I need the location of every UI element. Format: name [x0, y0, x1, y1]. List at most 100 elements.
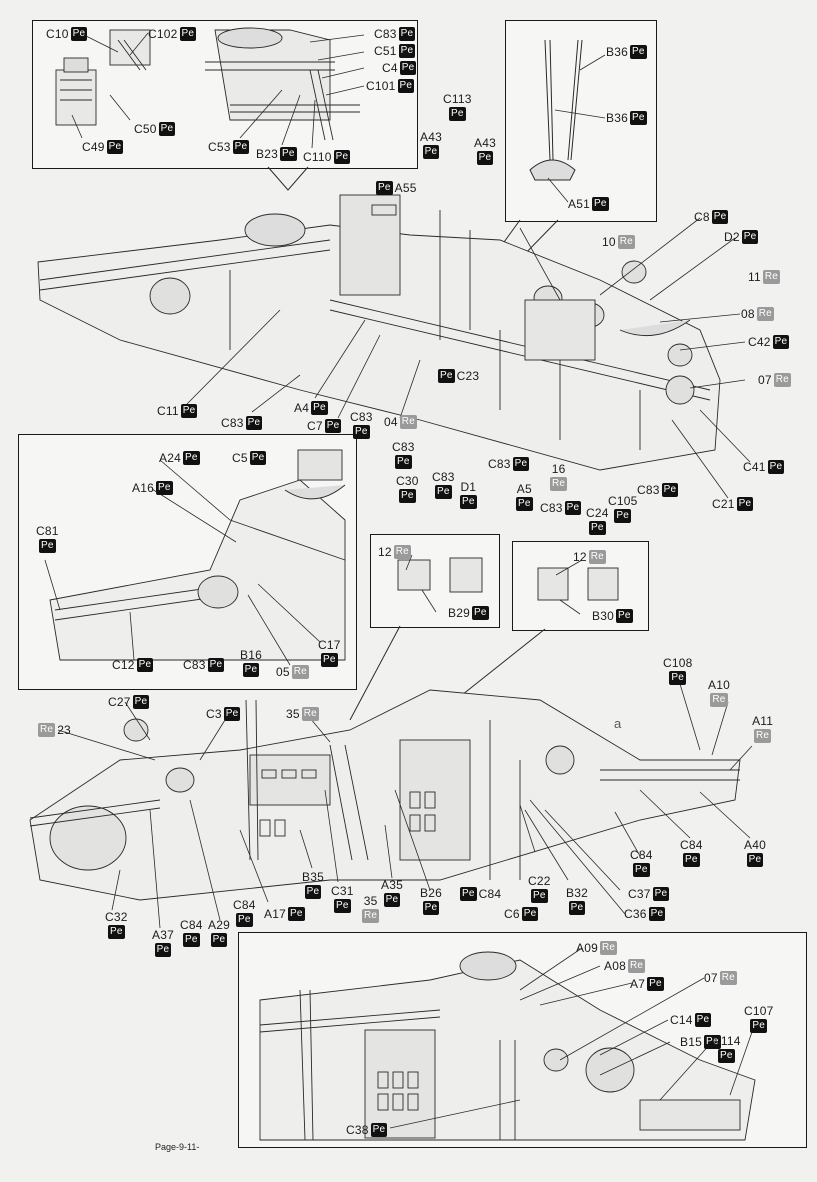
photo-etch-tag: Pe — [132, 694, 150, 709]
part-code: A16 — [132, 480, 154, 495]
resin-tag: Re — [756, 306, 774, 321]
part-code: C84 — [630, 848, 653, 862]
part-code: C4 — [382, 60, 398, 75]
part-code: C83 — [432, 470, 455, 484]
part-code: C42 — [748, 334, 771, 349]
photo-etch-tag: Pe — [652, 886, 670, 901]
part-code: C36 — [624, 906, 647, 921]
photo-etch-tag: Pe — [516, 496, 533, 511]
part-code: 35 — [363, 894, 378, 908]
part-code: 35 — [286, 706, 300, 721]
part-code: C22 — [528, 874, 551, 888]
photo-etch-tag: Pe — [767, 459, 785, 474]
part-code: A11 — [752, 714, 774, 728]
part-code: 16 — [551, 462, 566, 476]
photo-etch-tag: Pe — [711, 209, 729, 224]
photo-etch-tag: Pe — [398, 43, 416, 58]
resin-tag: Re — [599, 940, 618, 955]
part-code: C5 — [232, 450, 248, 465]
photo-etch-tag: Pe — [107, 924, 125, 939]
photo-etch-tag: Pe — [136, 657, 154, 672]
photo-etch-tag: Pe — [279, 146, 297, 161]
part-code: C7 — [307, 418, 323, 433]
photo-etch-tag: Pe — [376, 180, 393, 195]
resin-tag: Re — [719, 970, 737, 985]
part-code: C11 — [157, 403, 179, 418]
resin-tag: Re — [754, 728, 772, 743]
part-code: B29 — [448, 605, 470, 620]
part-code: C23 — [456, 368, 480, 383]
part-code: C83 — [637, 482, 660, 497]
part-code: C83 — [221, 415, 244, 430]
photo-etch-tag: Pe — [232, 139, 250, 154]
resin-tag: Re — [773, 372, 791, 387]
part-code: A43 — [420, 130, 442, 144]
part-code: C83 — [183, 657, 206, 672]
resin-tag: Re — [617, 234, 635, 249]
photo-etch-tag: Pe — [106, 139, 124, 154]
part-code: B36 — [606, 110, 628, 125]
ship-lower-art — [29, 689, 741, 901]
photo-etch-tag: Pe — [394, 454, 412, 469]
photo-etch-tag: Pe — [38, 538, 56, 553]
part-code: 07 — [758, 372, 772, 387]
photo-etch-tag: Pe — [422, 144, 440, 159]
detail-art-boxes — [397, 557, 619, 601]
photo-etch-tag: Pe — [564, 500, 582, 515]
part-code: A40 — [744, 838, 766, 852]
part-code: C83 — [540, 500, 563, 515]
photo-etch-tag: Pe — [629, 110, 647, 125]
part-code: 05 — [276, 664, 290, 679]
part-code: C53 — [208, 139, 231, 154]
photo-etch-tag: Pe — [647, 976, 664, 991]
photo-etch-tag: Pe — [154, 942, 172, 957]
part-code: C83 — [392, 440, 415, 454]
photo-etch-tag: Pe — [703, 1034, 721, 1049]
photo-etch-tag: Pe — [476, 150, 494, 165]
photo-etch-tag: Pe — [324, 418, 342, 433]
part-code: A09 — [576, 940, 598, 955]
photo-etch-tag: Pe — [614, 508, 632, 523]
part-code: B35 — [302, 870, 324, 884]
part-code: 11 — [748, 269, 761, 284]
part-code: C107 — [744, 1004, 774, 1018]
part-code: C12 — [112, 657, 135, 672]
photo-etch-tag: Pe — [249, 450, 267, 465]
photo-etch-tag: Pe — [383, 892, 401, 907]
photo-etch-tag: Pe — [717, 1048, 735, 1063]
part-code: 12 — [573, 549, 587, 564]
part-code: A24 — [159, 450, 181, 465]
photo-etch-tag: Pe — [615, 608, 633, 623]
detail-art-bridge-top — [205, 27, 360, 141]
photo-etch-tag: Pe — [320, 652, 338, 667]
